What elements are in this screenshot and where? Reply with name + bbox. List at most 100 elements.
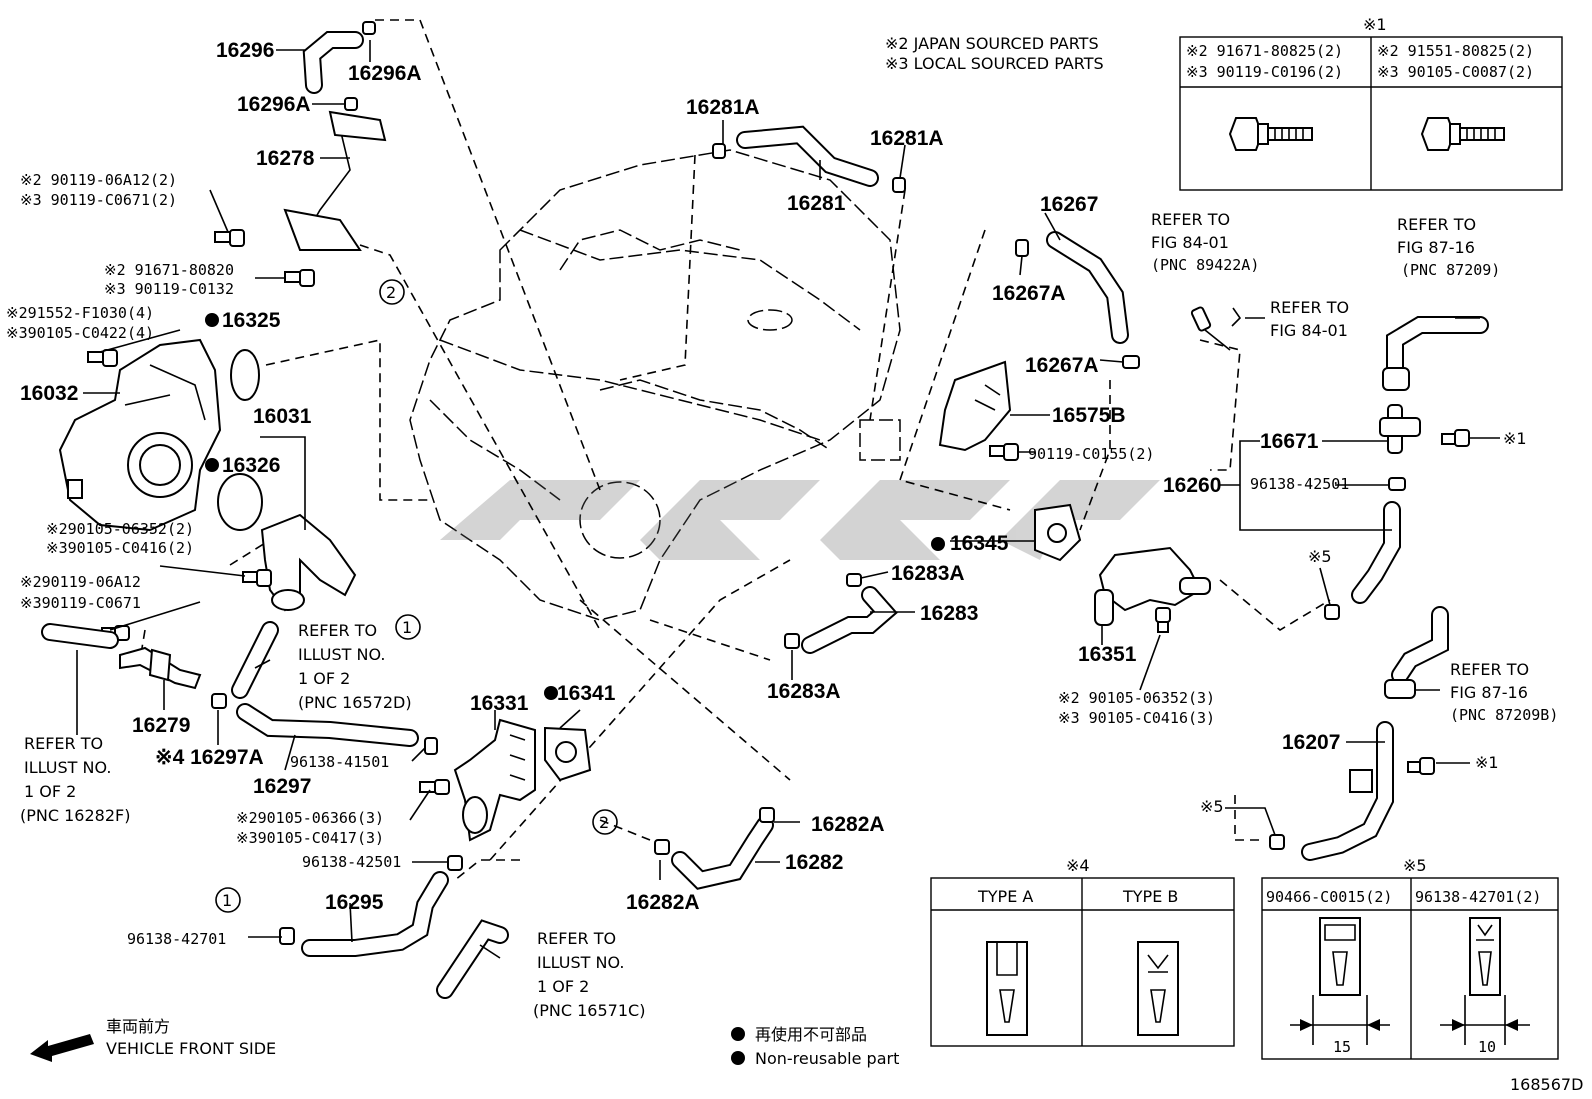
flange-bolt-icon (1228, 117, 1313, 151)
bolt-spec: ※390105-C0416(2) (46, 539, 194, 557)
label-16279: 16279 (132, 714, 190, 737)
hose-ref2 (41, 623, 119, 649)
refer-note: FIG 84-01 (1151, 233, 1229, 252)
hose-16283 (801, 586, 898, 654)
refer-note: FIG 87-16 (1397, 238, 1475, 257)
label-16031: 16031 (253, 405, 312, 428)
clamp-16281A-left (712, 143, 726, 159)
label-16282: 16282 (785, 851, 843, 874)
hose-ref1 (231, 621, 279, 699)
label-16296: 16296 (216, 39, 274, 62)
table5-col1: 90466-C0015(2) (1266, 888, 1392, 906)
svg-text:1: 1 (222, 891, 232, 910)
clamp-5a (1324, 604, 1340, 620)
bolt-spec: ※291552-F1030(4) (6, 304, 154, 322)
table5-dim2: 10 (1478, 1038, 1496, 1056)
clamp-16296A-top (362, 21, 376, 35)
refer-note: REFER TO (24, 734, 103, 753)
marker-5: ※5 (1200, 797, 1224, 816)
bolt-spec: 90119-C0155(2) (1028, 445, 1154, 463)
label-16671: 16671 (1260, 430, 1319, 453)
hose-16282 (671, 816, 774, 890)
bolt-spec: ※3 90105-C0416(3) (1058, 709, 1215, 727)
label-16281A: 16281A (686, 96, 760, 119)
sensor-89422A (1190, 306, 1242, 332)
label-16267A: 16267A (992, 282, 1066, 305)
callout-circle-2-top: 2 (379, 279, 405, 305)
marker-5: ※5 (1308, 547, 1332, 566)
hose-16297 (236, 703, 419, 747)
label-16345: 16345 (950, 532, 1009, 555)
table4-type-a: TYPE A (977, 887, 1033, 906)
legend-japan: ※2 JAPAN SOURCED PARTS (885, 34, 1099, 53)
refer-note: REFER TO (1151, 210, 1230, 229)
vehicle-front-en: VEHICLE FRONT SIDE (106, 1039, 276, 1058)
label-16283A: 16283A (891, 562, 965, 585)
label-16297: 16297 (253, 775, 311, 798)
marker-1: ※1 (1503, 429, 1527, 448)
label-16331: 16331 (470, 692, 529, 715)
clamp-16297A (211, 693, 227, 709)
clamp-spec: 96138-42501 (1250, 475, 1349, 493)
table1-c2-b: ※3 90105-C0087(2) (1377, 63, 1534, 81)
refer-note: (PNC 89422A) (1151, 256, 1259, 274)
bolt-spec: ※3 90119-C0671(2) (20, 191, 177, 209)
bolt-spec: ※2 90119-06A12(2) (20, 171, 177, 189)
refer-note: ILLUST NO. (537, 953, 624, 972)
hose-87209 (1382, 316, 1489, 391)
clamp-96138-42501-right (1388, 477, 1406, 491)
refer-note: (PNC 87209) (1401, 261, 1500, 279)
tee-16671 (1379, 404, 1421, 454)
hose-16267 (1046, 231, 1129, 344)
bolt-spec: ※3 90119-C0132 (104, 280, 234, 298)
clamp-icon: 15 (1290, 917, 1390, 1056)
table-clip-types: ※4 TYPE A TYPE B (930, 856, 1235, 1047)
refer-note: 1 OF 2 (537, 977, 589, 996)
clamp-icon: 10 (1440, 917, 1530, 1056)
table5-marker: ※5 (1403, 856, 1427, 875)
clip-type-b-icon (1137, 941, 1179, 1036)
housing-16331 (453, 718, 536, 842)
label-16281A: 16281A (870, 127, 944, 150)
clamp-16282A-bot (654, 839, 670, 855)
leader-lines (76, 40, 1500, 959)
refer-note: 1 OF 2 (298, 669, 350, 688)
flange-bolt-icon (1420, 117, 1505, 151)
clamp-16283A-top (846, 573, 862, 587)
connection-lines (139, 19, 1331, 881)
bolt-spec: ※390105-C0417(3) (236, 829, 384, 847)
diagram-id: 168567D (1510, 1075, 1583, 1094)
label-16341: 16341 (557, 682, 616, 705)
bolt-icon (284, 269, 315, 287)
hose-16260 (1351, 501, 1401, 604)
label-16267: 16267 (1040, 193, 1098, 216)
clamp-16281A-right (892, 177, 906, 193)
clamp-16282A-top (759, 807, 775, 823)
table-hose-clamps: ※5 90466-C0015(2) 96138-42701(2) 15 10 (1261, 856, 1559, 1060)
water-pump-16032 (58, 338, 222, 532)
water-outlet-16351 (1094, 546, 1211, 626)
hose-16295 (301, 871, 449, 957)
bolt-spec: ※390119-C0671 (20, 594, 141, 612)
bolt-spec: ※290105-06366(3) (236, 809, 384, 827)
table1-c1-a: ※2 91671-80825(2) (1186, 42, 1343, 60)
table1-marker: ※1 (1363, 15, 1387, 34)
refer-note: (PNC 87209B) (1450, 706, 1558, 724)
oring-16326 (217, 473, 263, 531)
vehicle-front-indicator: 車両前方 VEHICLE FRONT SIDE (30, 1017, 276, 1062)
label-16278: 16278 (256, 147, 315, 170)
label-16281: 16281 (787, 192, 846, 215)
legend-local: ※3 LOCAL SOURCED PARTS (885, 54, 1104, 73)
refer-note: (PNC 16282F) (20, 806, 130, 825)
bolt-spec: ※290105-06352(2) (46, 520, 194, 538)
table-bolts: ※1 ※2 91671-80825(2) ※3 90119-C0196(2) ※… (1179, 15, 1563, 191)
svg-text:2: 2 (599, 813, 609, 832)
refer-note: 1 OF 2 (24, 782, 76, 801)
clamp-96138-41501 (424, 737, 438, 755)
label-16575B: 16575B (1052, 404, 1126, 427)
label-16267A: 16267A (1025, 354, 1099, 377)
pipe-16279 (119, 646, 202, 690)
svg-text:1: 1 (402, 618, 412, 637)
label-16351: 16351 (1078, 643, 1137, 666)
